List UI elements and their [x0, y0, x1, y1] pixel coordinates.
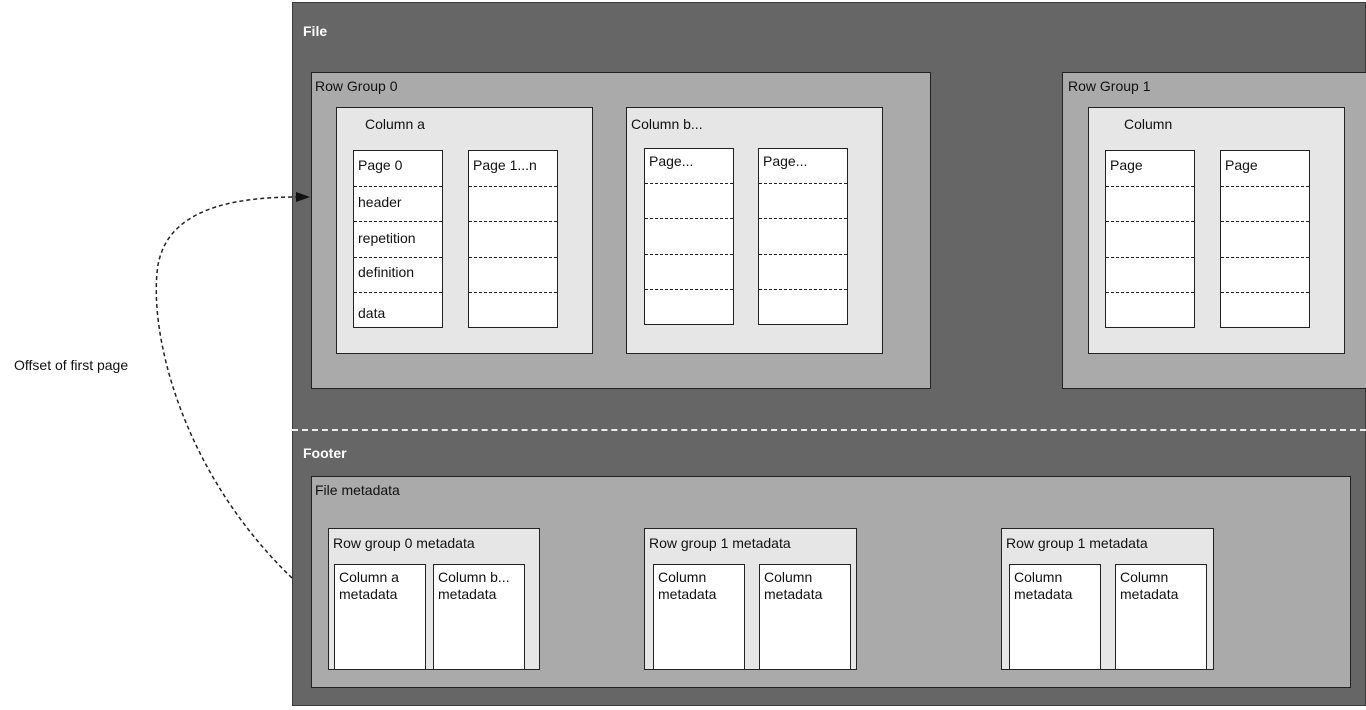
- row-group-0-label: Row Group 0: [315, 78, 398, 94]
- column-b-label: Column b...: [631, 116, 703, 132]
- column-metadata-label: Column b... metadata: [438, 569, 510, 602]
- column-metadata: Column metadata: [1009, 564, 1101, 670]
- page-0-divider: [354, 186, 442, 187]
- page-0-divider: [354, 221, 442, 222]
- page-0-divider: [354, 292, 442, 293]
- row-group-1-page: Page: [1105, 150, 1195, 328]
- column-a-label: Column a: [365, 116, 425, 132]
- page-1-n-title: Page 1...n: [473, 157, 537, 173]
- column-metadata-label: Column metadata: [1120, 569, 1179, 602]
- row-group-1-column-label: Column: [1124, 116, 1173, 132]
- row-group-metadata-label: Row group 1 metadata: [1006, 535, 1148, 551]
- column-metadata: Column a metadata: [334, 564, 426, 670]
- page-0-data-label: data: [358, 305, 386, 321]
- column-metadata: Column metadata: [759, 564, 851, 670]
- file-label: File: [303, 23, 328, 39]
- row-group-1-page-title: Page: [1110, 157, 1143, 173]
- column-metadata-label: Column a metadata: [339, 569, 399, 602]
- page-0-header-label: header: [358, 194, 402, 210]
- row-group-1-label: Row Group 1: [1068, 78, 1151, 94]
- column-metadata: Column b... metadata: [433, 564, 525, 670]
- row-group-metadata-label: Row group 0 metadata: [333, 535, 475, 551]
- footer-divider: [292, 429, 1366, 431]
- page-1-n: Page 1...n: [468, 150, 558, 328]
- page-0: Page 0 header repetition definition data: [353, 150, 443, 328]
- column-metadata-label: Column metadata: [658, 569, 717, 602]
- page-0-title: Page 0: [358, 157, 403, 173]
- file-metadata-label: File metadata: [315, 482, 400, 498]
- row-group-1-page: Page: [1220, 150, 1310, 328]
- arrow-head-icon: [296, 192, 310, 202]
- column-b-page: Page...: [644, 148, 734, 325]
- column-b-page-title: Page...: [763, 153, 808, 169]
- footer-label: Footer: [303, 445, 347, 461]
- row-group-1-page-title: Page: [1225, 157, 1258, 173]
- column-b-page: Page...: [758, 148, 848, 325]
- offset-of-first-page-label: Offset of first page: [14, 357, 129, 373]
- column-metadata-label: Column metadata: [1014, 569, 1073, 602]
- offset-arrow-path: [155, 196, 299, 579]
- column-metadata: Column metadata: [653, 564, 745, 670]
- page-0-repetition-label: repetition: [358, 230, 416, 246]
- column-b-page-title: Page...: [649, 153, 694, 169]
- column-metadata-label: Column metadata: [764, 569, 823, 602]
- page-0-definition-label: definition: [358, 264, 415, 280]
- page-0-divider: [354, 257, 442, 258]
- column-metadata: Column metadata: [1115, 564, 1207, 670]
- row-group-metadata-label: Row group 1 metadata: [649, 535, 791, 551]
